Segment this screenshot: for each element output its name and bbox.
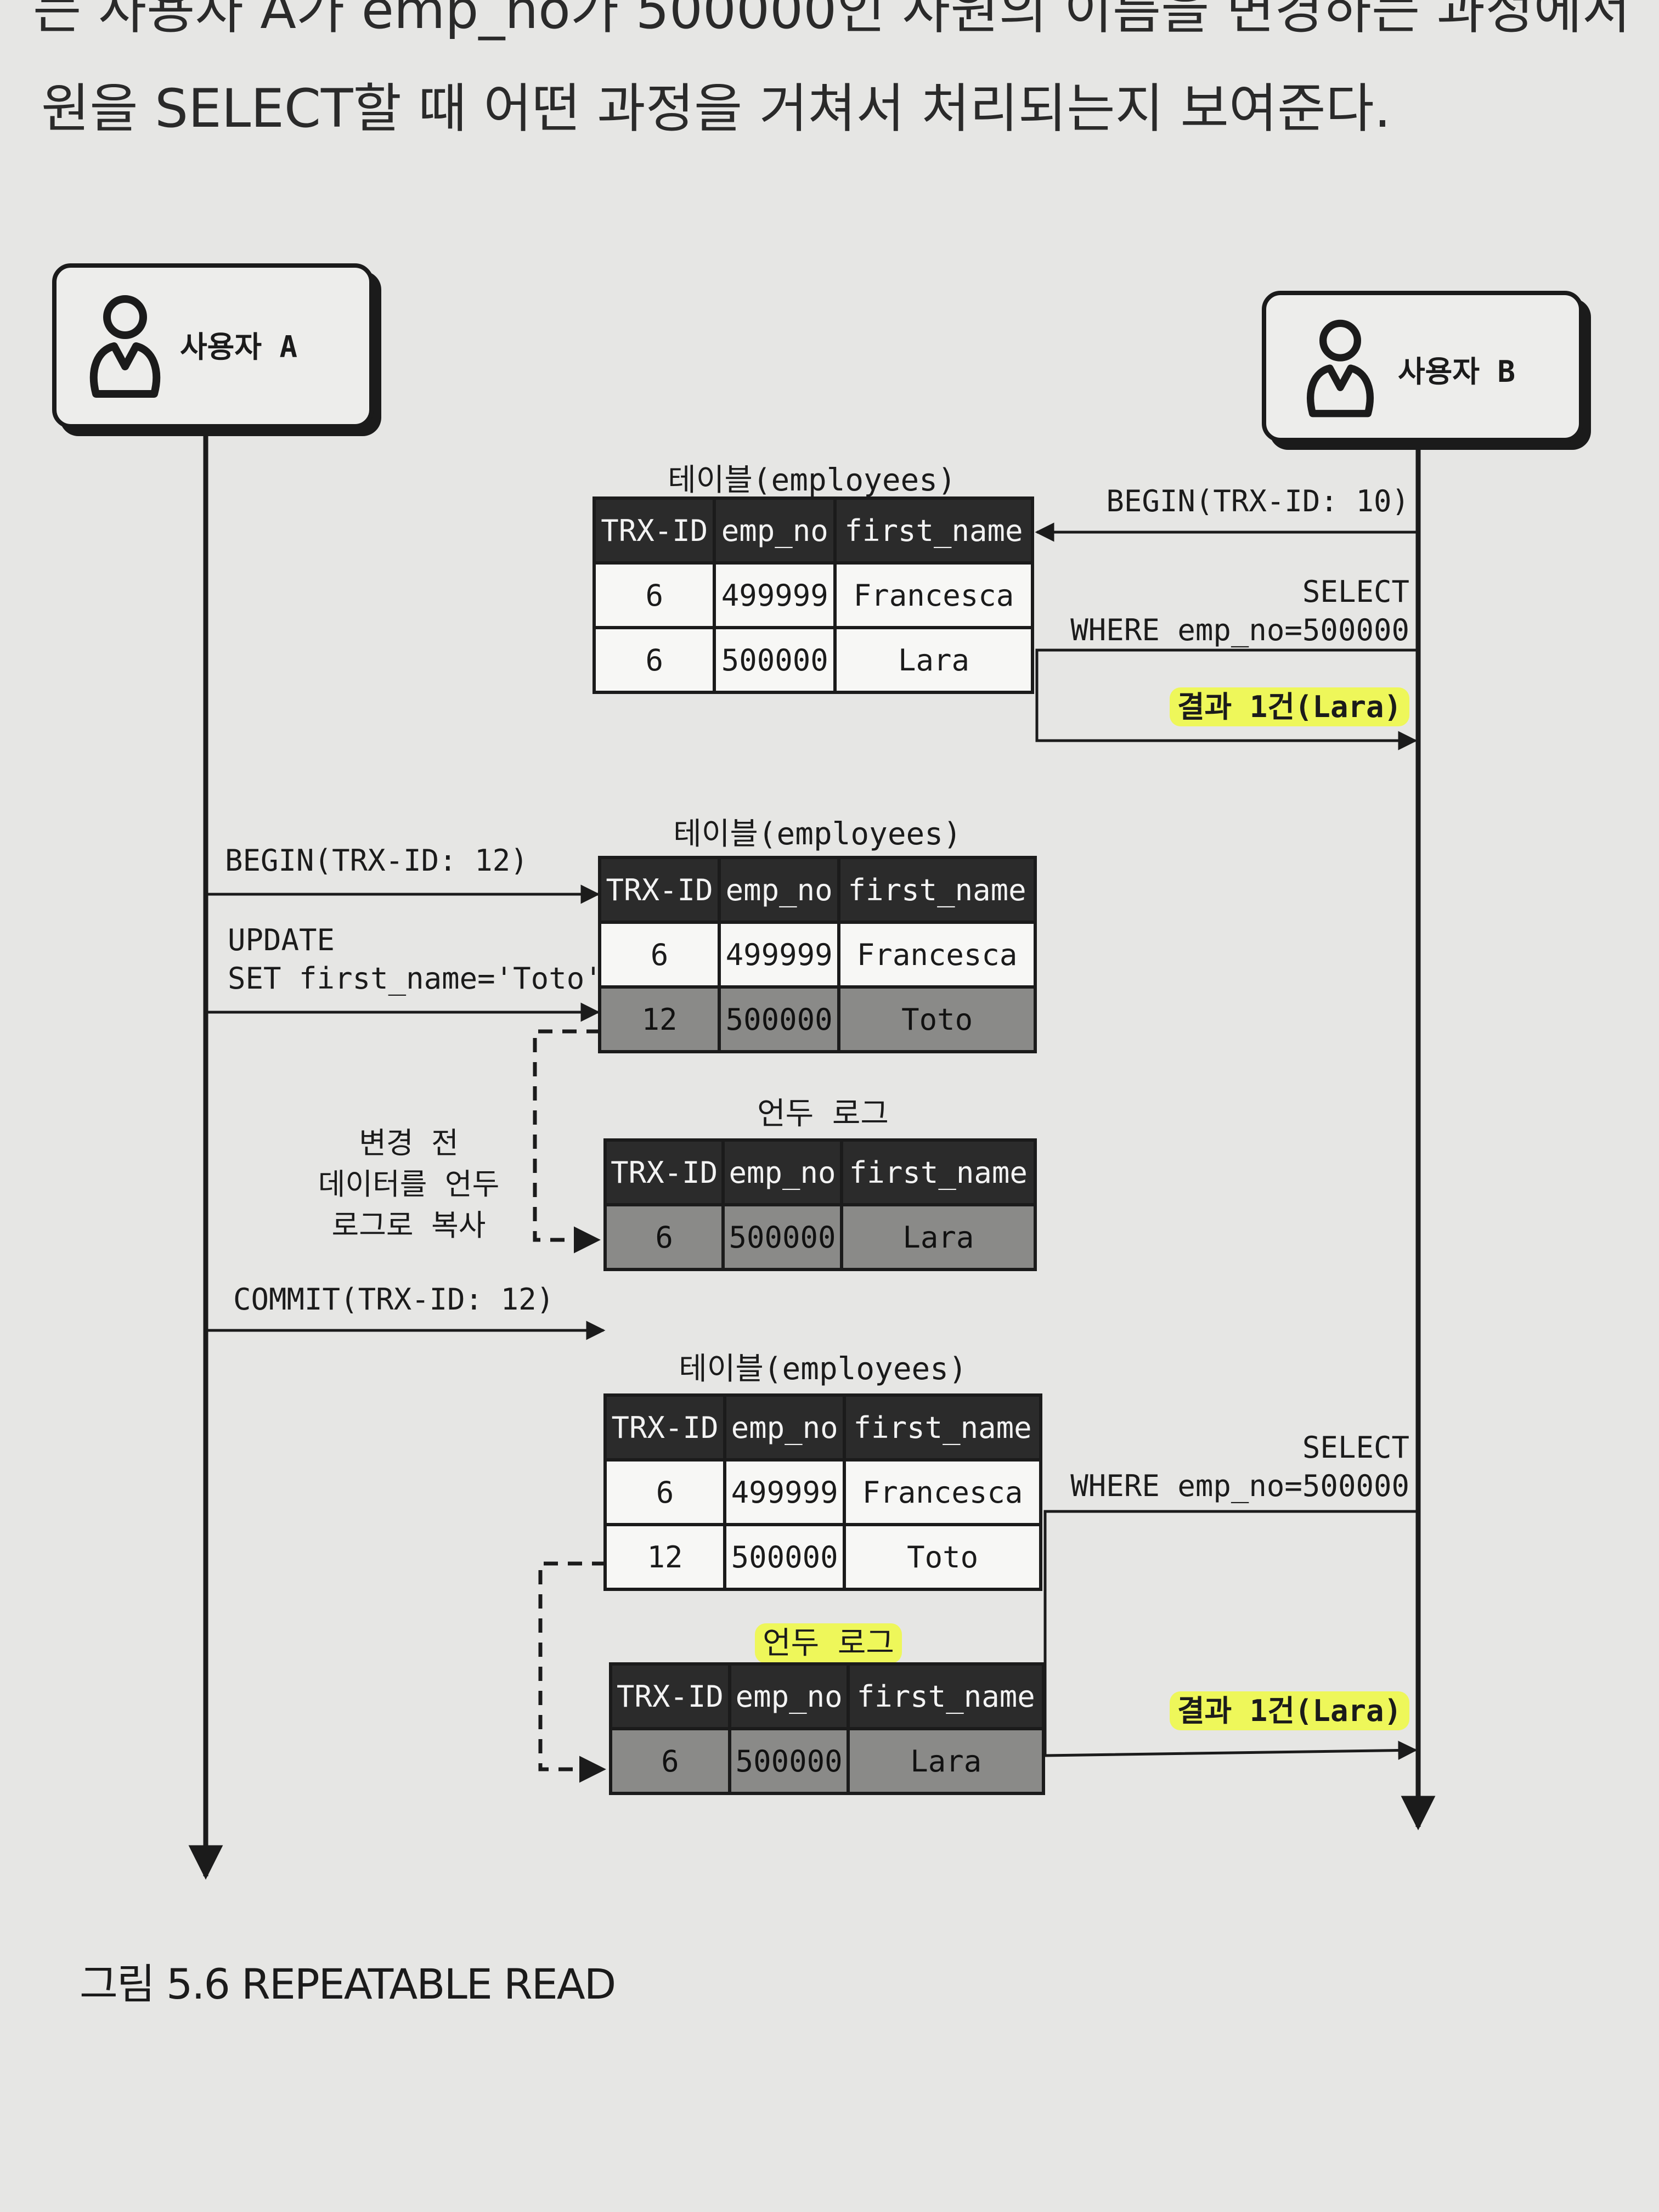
table2-title: 테이블(employees) xyxy=(673,816,962,852)
table-row: 12 500000 Toto xyxy=(597,985,1037,1053)
table-row: 6 499999 Francesca xyxy=(603,1458,1042,1526)
person-icon xyxy=(89,295,161,398)
msg-b-result2-wrap: 결과 1건(Lara) xyxy=(1169,1691,1409,1730)
col-trx-id: TRX-ID xyxy=(592,496,716,565)
cell: 500000 xyxy=(721,1203,843,1271)
msg-b-result1: 결과 1건(Lara) xyxy=(1169,687,1409,726)
table2: TRX-ID emp_no first_name 6 499999 France… xyxy=(597,856,1037,1053)
actor-b-name: 사용자 B xyxy=(1398,354,1516,389)
msg-a-begin: BEGIN(TRX-ID: 12) xyxy=(225,843,528,878)
cell: Lara xyxy=(847,1727,1045,1795)
undo2-title: 언두 로그 xyxy=(755,1623,902,1663)
col-emp-no: emp_no xyxy=(723,1393,847,1462)
msg-a-update-line2: SET first_name='Toto' xyxy=(228,961,602,996)
table3: TRX-ID emp_no first_name 6 499999 France… xyxy=(603,1393,1042,1591)
arrow-b-select1 xyxy=(1035,648,1418,751)
cell: 6 xyxy=(609,1727,731,1795)
table-row: 12 500000 Toto xyxy=(603,1523,1042,1591)
cell: Francesca xyxy=(837,921,1037,989)
msg-a-copy-line3: 로그로 복사 xyxy=(331,1208,486,1243)
intro-line-2: 원을 SELECT할 때 어떤 과정을 거쳐서 처리되는지 보여준다. xyxy=(41,78,1391,139)
col-first-name: first_name xyxy=(833,496,1035,565)
actor-b-box: 사용자 B xyxy=(1262,291,1583,442)
table-row: 6 499999 Francesca xyxy=(597,921,1037,989)
table3-title: 테이블(employees) xyxy=(679,1351,967,1387)
msg-b-select2-line1: SELECT xyxy=(1302,1430,1409,1465)
cell: Lara xyxy=(833,626,1035,694)
cell: 12 xyxy=(597,985,721,1053)
cell: 6 xyxy=(603,1458,727,1526)
cell: 499999 xyxy=(718,921,841,989)
col-trx-id: TRX-ID xyxy=(603,1393,727,1462)
actor-a-box: 사용자 A xyxy=(52,263,374,428)
table1-title: 테이블(employees) xyxy=(668,462,956,498)
col-trx-id: TRX-ID xyxy=(603,1138,725,1206)
figure-caption: 그림 5.6 REPEATABLE READ xyxy=(80,1960,616,2008)
arrow-t3-undo2 xyxy=(538,1561,606,1783)
cell: 500000 xyxy=(727,1727,850,1795)
cell: 6 xyxy=(592,561,716,629)
cell: 500000 xyxy=(723,1523,847,1591)
msg-b-select1-line2: WHERE emp_no=500000 xyxy=(1070,613,1409,647)
col-emp-no: emp_no xyxy=(727,1662,850,1730)
cell: 6 xyxy=(597,921,721,989)
cell: 499999 xyxy=(713,561,837,629)
cell: Toto xyxy=(843,1523,1042,1591)
arrow-b-select2 xyxy=(1043,1510,1418,1760)
cell: 6 xyxy=(592,626,716,694)
col-emp-no: emp_no xyxy=(718,856,841,924)
msg-a-copy-line2: 데이터를 언두 xyxy=(318,1167,500,1201)
msg-b-result1-wrap: 결과 1건(Lara) xyxy=(1169,687,1409,726)
cell: 500000 xyxy=(718,985,841,1053)
undo-log-2: TRX-ID emp_no first_name 6 500000 Lara xyxy=(609,1662,1045,1795)
msg-a-update-line1: UPDATE xyxy=(228,923,335,957)
table-row: 6 500000 Lara xyxy=(592,626,1035,694)
cell: 12 xyxy=(603,1523,727,1591)
cell: 500000 xyxy=(713,626,837,694)
col-first-name: first_name xyxy=(837,856,1037,924)
col-emp-no: emp_no xyxy=(713,496,837,565)
table-row: 6 500000 Lara xyxy=(603,1203,1037,1271)
msg-a-commit: COMMIT(TRX-ID: 12) xyxy=(233,1282,555,1317)
msg-b-begin: BEGIN(TRX-ID: 10) xyxy=(1106,484,1409,518)
table-row: 6 499999 Francesca xyxy=(592,561,1035,629)
msg-b-select2-line2: WHERE emp_no=500000 xyxy=(1070,1469,1409,1503)
msg-a-copy-line1: 변경 전 xyxy=(359,1126,459,1160)
col-first-name: first_name xyxy=(843,1393,1042,1462)
undo1-title: 언두 로그 xyxy=(757,1096,889,1132)
undo2-title-wrap: 언두 로그 xyxy=(609,1618,1048,1663)
arrow-copy-undo1 xyxy=(533,1029,601,1254)
cell: Francesca xyxy=(833,561,1035,629)
cell: Lara xyxy=(839,1203,1037,1271)
actor-a-name: 사용자 A xyxy=(180,330,298,364)
msg-b-select1-line1: SELECT xyxy=(1302,574,1409,609)
cell: Francesca xyxy=(843,1458,1042,1526)
table1: TRX-ID emp_no first_name 6 499999 France… xyxy=(592,496,1035,694)
msg-b-result2: 결과 1건(Lara) xyxy=(1169,1691,1409,1730)
person-icon xyxy=(1307,319,1374,417)
undo-log-1: TRX-ID emp_no first_name 6 500000 Lara xyxy=(603,1138,1037,1271)
cell: 499999 xyxy=(723,1458,847,1526)
cell: 6 xyxy=(603,1203,725,1271)
col-trx-id: TRX-ID xyxy=(609,1662,731,1730)
table-row: 6 500000 Lara xyxy=(609,1727,1045,1795)
col-first-name: first_name xyxy=(847,1662,1045,1730)
col-trx-id: TRX-ID xyxy=(597,856,721,924)
cell: Toto xyxy=(837,985,1037,1053)
col-emp-no: emp_no xyxy=(721,1138,843,1206)
intro-line-1: 는 사용자 A가 emp_no가 500000인 사원의 이름을 변경하는 과정… xyxy=(33,0,1631,41)
col-first-name: first_name xyxy=(839,1138,1037,1206)
